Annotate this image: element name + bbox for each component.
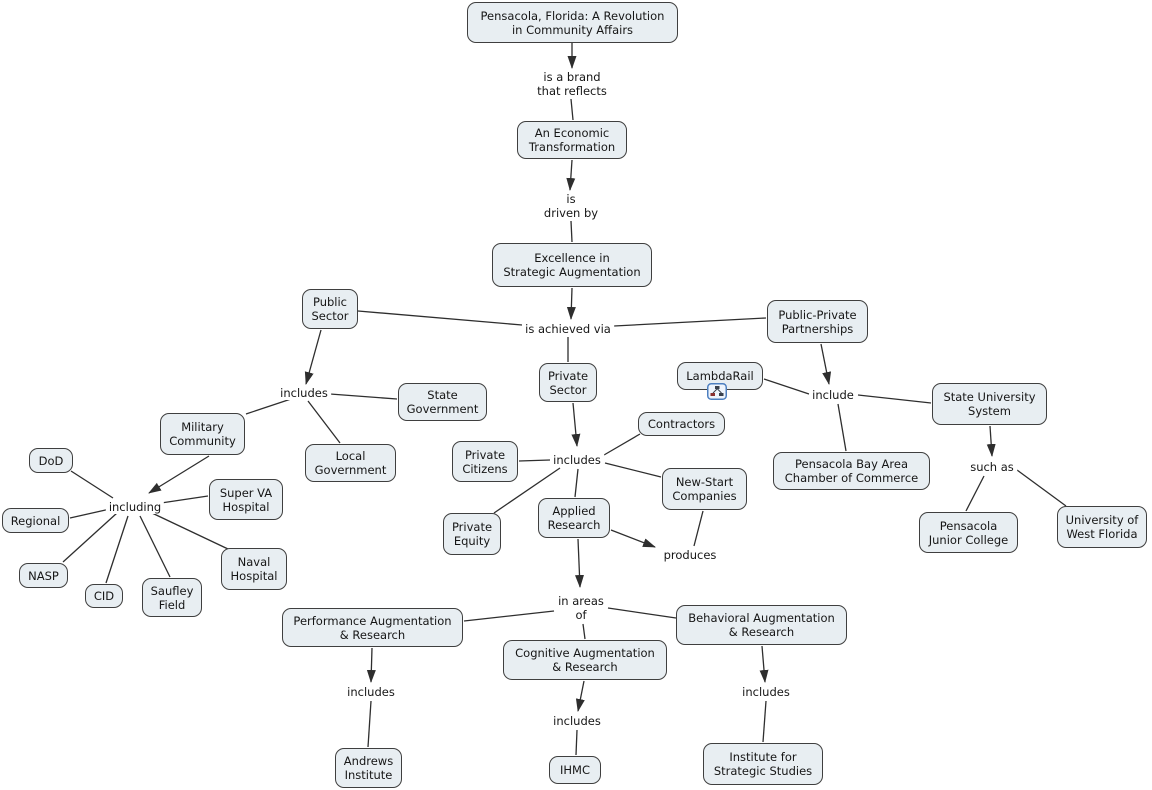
edge-applied-research-produces: [610, 529, 656, 548]
concept-institute-strategic-studies[interactable]: Institute for Strategic Studies: [703, 743, 823, 785]
concept-applied-research[interactable]: Applied Research: [538, 498, 610, 538]
concept-local-government[interactable]: Local Government: [305, 444, 396, 482]
edge-excellence-strategic-augmentation-is-achieved-via: [566, 287, 576, 320]
edge-including-saufley-field: [139, 515, 171, 578]
edge-applied-research-in-areas-of: [575, 538, 584, 588]
concept-private-sector[interactable]: Private Sector: [539, 363, 597, 402]
edge-behavioral-augmentation-includes-behav: [759, 645, 769, 683]
edge-such-as-university-west-florida: [1016, 469, 1067, 507]
edge-military-community-including: [148, 455, 210, 494]
edge-includes-private-new-start-companies: [604, 462, 662, 478]
concept-private-citizens[interactable]: Private Citizens: [452, 441, 518, 482]
concept-cognitive-augmentation[interactable]: Cognitive Augmentation & Research: [503, 640, 667, 680]
edge-include-lambdarail: [763, 378, 810, 395]
edge-includes-cog-ihmc: [575, 729, 578, 756]
edge-in-areas-of-cognitive-augmentation: [582, 623, 586, 640]
edge-including-regional: [69, 508, 111, 519]
concept-regional[interactable]: Regional: [2, 508, 69, 533]
edge-economic-transformation-is-driven-by: [566, 159, 576, 191]
concept-chamber-of-commerce[interactable]: Pensacola Bay Area Chamber of Commerce: [773, 452, 930, 490]
edge-is-a-brand-economic-transformation: [570, 98, 574, 121]
edge-in-areas-of-performance-augmentation: [463, 610, 555, 622]
link-label-includes-private[interactable]: includes: [550, 453, 604, 467]
concept-pensacola-junior-college[interactable]: Pensacola Junior College: [919, 512, 1018, 553]
concept-ihmc[interactable]: IHMC: [549, 756, 601, 784]
concept-public-private-partnerships[interactable]: Public-Private Partnerships: [767, 300, 868, 343]
edge-public-private-partnerships-include: [820, 343, 832, 385]
edge-includes-private-private-equity: [493, 467, 561, 514]
edge-includes-private-applied-research: [574, 468, 579, 498]
link-label-include[interactable]: include: [809, 388, 857, 402]
concept-andrews-institute[interactable]: Andrews Institute: [335, 748, 402, 788]
concept-private-equity[interactable]: Private Equity: [443, 513, 501, 555]
edge-public-sector-includes-public: [304, 329, 322, 385]
link-label-includes-perf[interactable]: includes: [344, 685, 398, 699]
concept-cid[interactable]: CID: [85, 584, 123, 608]
edge-is-achieved-via-public-private-partnerships: [613, 317, 767, 327]
edge-public-sector-is-achieved-via: [357, 310, 523, 326]
edge-includes-private-contractors: [603, 433, 641, 456]
concept-excellence-strategic-augmentation[interactable]: Excellence in Strategic Augmentation: [492, 243, 652, 287]
edge-including-cid: [105, 515, 129, 584]
concept-naval-hospital[interactable]: Naval Hospital: [221, 548, 287, 590]
concept-performance-augmentation[interactable]: Performance Augmentation & Research: [282, 608, 463, 647]
concept-contractors[interactable]: Contractors: [638, 412, 725, 436]
concept-state-university-system[interactable]: State University System: [932, 383, 1047, 425]
edge-cognitive-augmentation-includes-cog: [575, 680, 585, 712]
edge-includes-public-local-government: [307, 400, 341, 444]
edge-is-driven-by-excellence-strategic-augmentation: [570, 220, 573, 243]
edge-performance-augmentation-includes-perf: [366, 647, 376, 683]
concept-behavioral-augmentation[interactable]: Behavioral Augmentation & Research: [676, 605, 847, 645]
concept-state-government[interactable]: State Government: [398, 383, 487, 421]
link-label-includes-behav[interactable]: includes: [739, 685, 793, 699]
edge-includes-private-private-citizens: [518, 459, 551, 462]
edge-in-areas-of-behavioral-augmentation: [607, 607, 677, 619]
edge-state-university-system-such-as: [986, 425, 996, 457]
link-label-such-as[interactable]: such as: [967, 460, 1017, 474]
edge-including-naval-hospital: [151, 512, 229, 550]
edge-including-nasp: [62, 512, 118, 563]
concept-new-start-companies[interactable]: New-Start Companies: [662, 468, 747, 510]
link-label-in-areas-of[interactable]: in areas of: [555, 594, 607, 622]
edge-include-chamber-of-commerce: [837, 403, 847, 452]
edge-includes-public-state-government: [329, 393, 398, 400]
edge-include-state-university-system: [857, 394, 932, 404]
link-label-includes-cog[interactable]: includes: [550, 714, 604, 728]
concept-military-community[interactable]: Military Community: [160, 413, 245, 455]
concept-economic-transformation[interactable]: An Economic Transformation: [517, 121, 627, 159]
edge-including-dod: [70, 470, 114, 499]
link-label-includes-public[interactable]: includes: [277, 386, 331, 400]
edge-such-as-pensacola-junior-college: [965, 475, 985, 512]
edge-new-start-companies-produces: [693, 510, 704, 547]
edge-including-super-va-hospital: [160, 495, 209, 504]
resource-link-icon[interactable]: [707, 383, 727, 400]
concept-nasp[interactable]: NASP: [19, 563, 68, 588]
edge-includes-perf-andrews-institute: [367, 700, 372, 748]
concept-university-west-florida[interactable]: University of West Florida: [1057, 506, 1147, 548]
link-label-is-a-brand[interactable]: is a brand that reflects: [534, 70, 610, 98]
link-label-is-driven-by[interactable]: is driven by: [540, 192, 602, 220]
link-label-including[interactable]: including: [105, 500, 165, 514]
concept-saufley-field[interactable]: Saufley Field: [142, 578, 202, 617]
link-label-produces[interactable]: produces: [660, 548, 720, 562]
link-label-is-achieved-via[interactable]: is achieved via: [522, 322, 614, 336]
edge-private-sector-includes-private: [571, 402, 581, 447]
edge-includes-public-military-community: [245, 398, 292, 415]
concept-title[interactable]: Pensacola, Florida: A Revolution in Comm…: [467, 2, 678, 43]
concept-super-va-hospital[interactable]: Super VA Hospital: [209, 479, 283, 520]
concept-public-sector[interactable]: Public Sector: [302, 289, 358, 329]
concept-dod[interactable]: DoD: [29, 448, 73, 473]
edge-includes-behav-institute-strategic-studies: [762, 700, 767, 743]
